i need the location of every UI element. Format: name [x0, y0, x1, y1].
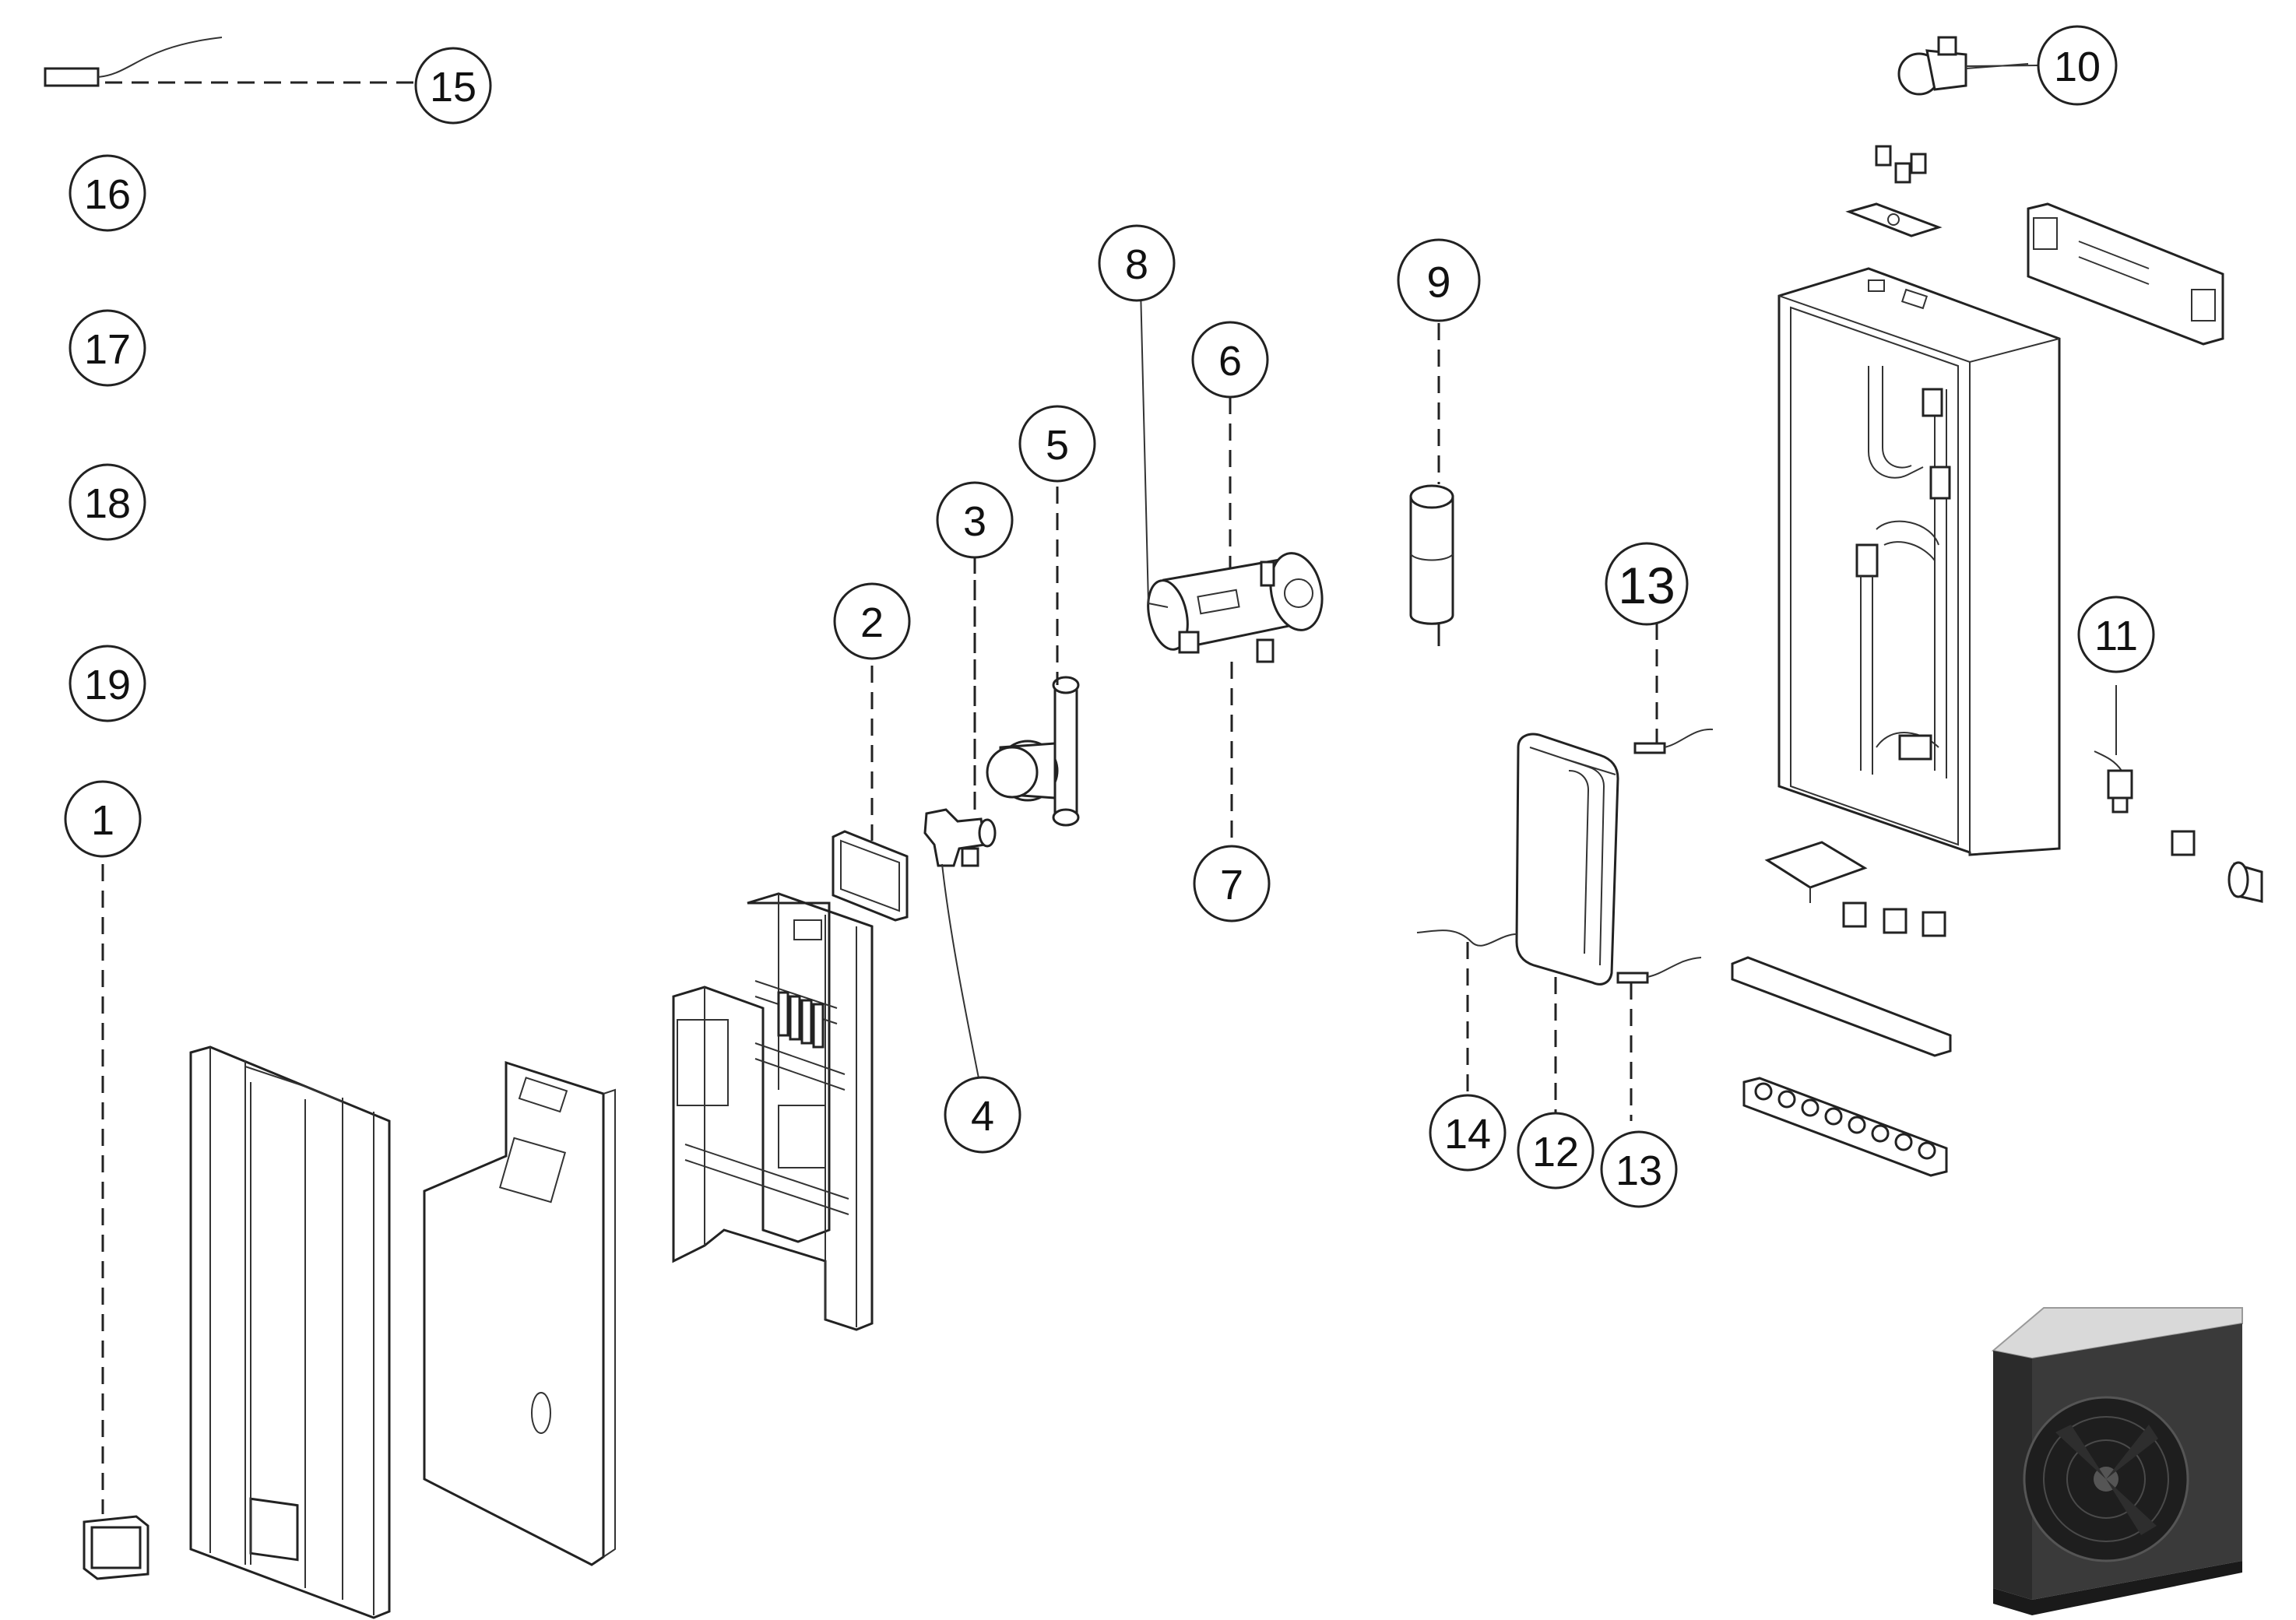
- callout-8: 8: [1098, 224, 1176, 302]
- callout-4-label: 4: [971, 1093, 994, 1140]
- callout-14: 14: [1429, 1094, 1507, 1172]
- part-13-temperature-sensor-top: [1633, 623, 1714, 754]
- callout-9-label: 9: [1426, 258, 1450, 307]
- outdoor-unit-base: [1993, 1561, 2242, 1615]
- part-15-temperature-sensor: [44, 37, 417, 87]
- callout-18-label: 18: [84, 480, 131, 527]
- callout-5-label: 5: [1046, 422, 1069, 469]
- callout-3: 3: [936, 481, 1014, 559]
- callout-1: 1: [64, 780, 142, 858]
- callout-14-label: 14: [1444, 1111, 1491, 1158]
- callout-15: 15: [414, 47, 492, 125]
- part-9-expansion-vessel: [1409, 323, 1454, 646]
- callout-8-label: 8: [1125, 241, 1148, 288]
- callout-9: 9: [1397, 238, 1481, 322]
- front-cover-panel: [189, 1045, 391, 1619]
- callout-17: 17: [69, 309, 146, 387]
- part-14-sensor-cable: [1416, 929, 1517, 1117]
- leader-lines: [973, 65, 2039, 810]
- callout-16: 16: [69, 154, 146, 232]
- callout-2-label: 2: [860, 599, 884, 646]
- callout-13-bottom-label: 13: [1616, 1147, 1662, 1194]
- top-cable-glands: [1875, 145, 1927, 184]
- pipe-fittings: [1764, 830, 2263, 937]
- callout-labels: 15 16 17 18 19 1 2 3: [64, 25, 2155, 1208]
- callout-19-label: 19: [84, 662, 131, 708]
- outdoor-unit-side: [1993, 1351, 2032, 1600]
- part-13-temperature-sensor-bottom: [1616, 957, 1702, 1121]
- callout-6: 6: [1191, 321, 1269, 399]
- part-6-7-8-backup-heater: [1140, 287, 1324, 845]
- callout-3-label: 3: [963, 498, 986, 545]
- callout-1-label: 1: [91, 797, 114, 844]
- callout-12: 12: [1517, 1112, 1595, 1190]
- callout-6-label: 6: [1218, 338, 1242, 385]
- callout-12-label: 12: [1532, 1129, 1579, 1175]
- callout-10-label: 10: [2054, 44, 2101, 90]
- part-4-pressure-sensor-cable: [941, 863, 983, 1098]
- inner-cover-panel: [423, 1060, 616, 1566]
- internal-piping: [1855, 366, 1951, 778]
- cable-gland-strip: [1742, 1077, 1948, 1177]
- bottom-rail: [1731, 956, 1952, 1057]
- callout-5: 5: [1018, 405, 1096, 483]
- callout-10: 10: [2037, 25, 2118, 106]
- callout-16-label: 16: [84, 171, 131, 218]
- callout-4: 4: [944, 1076, 1021, 1154]
- top-cover-plate: [1845, 202, 1943, 237]
- part-11-flow-sensor: [2094, 685, 2133, 814]
- part-3-safety-valve: [923, 557, 997, 867]
- callout-11: 11: [2077, 596, 2155, 673]
- callout-7-label: 7: [1220, 862, 1243, 908]
- part-12-plate-heat-exchanger: [1515, 733, 1619, 1117]
- wall-mounting-bracket: [2027, 202, 2224, 346]
- callout-13-top: 13: [1605, 542, 1689, 626]
- callout-15-label: 15: [430, 64, 476, 111]
- callout-7: 7: [1193, 845, 1271, 922]
- electrical-control-panel: [672, 892, 874, 1331]
- callout-2: 2: [833, 582, 911, 660]
- callout-13-bottom: 13: [1600, 1130, 1678, 1208]
- callout-11-label: 11: [2094, 613, 2138, 659]
- part-5-circulation-pump: [986, 487, 1080, 827]
- main-housing-cabinet: [1777, 267, 2061, 856]
- callout-19: 19: [69, 645, 146, 722]
- din-rail-terminals: [684, 980, 849, 1215]
- part-1-room-controller: [83, 864, 149, 1580]
- callout-18: 18: [69, 463, 146, 541]
- callout-13-top-label: 13: [1618, 557, 1675, 614]
- callout-17-label: 17: [84, 326, 131, 373]
- part-2-display-module: [832, 666, 909, 922]
- outdoor-unit-image: [1991, 1307, 2243, 1615]
